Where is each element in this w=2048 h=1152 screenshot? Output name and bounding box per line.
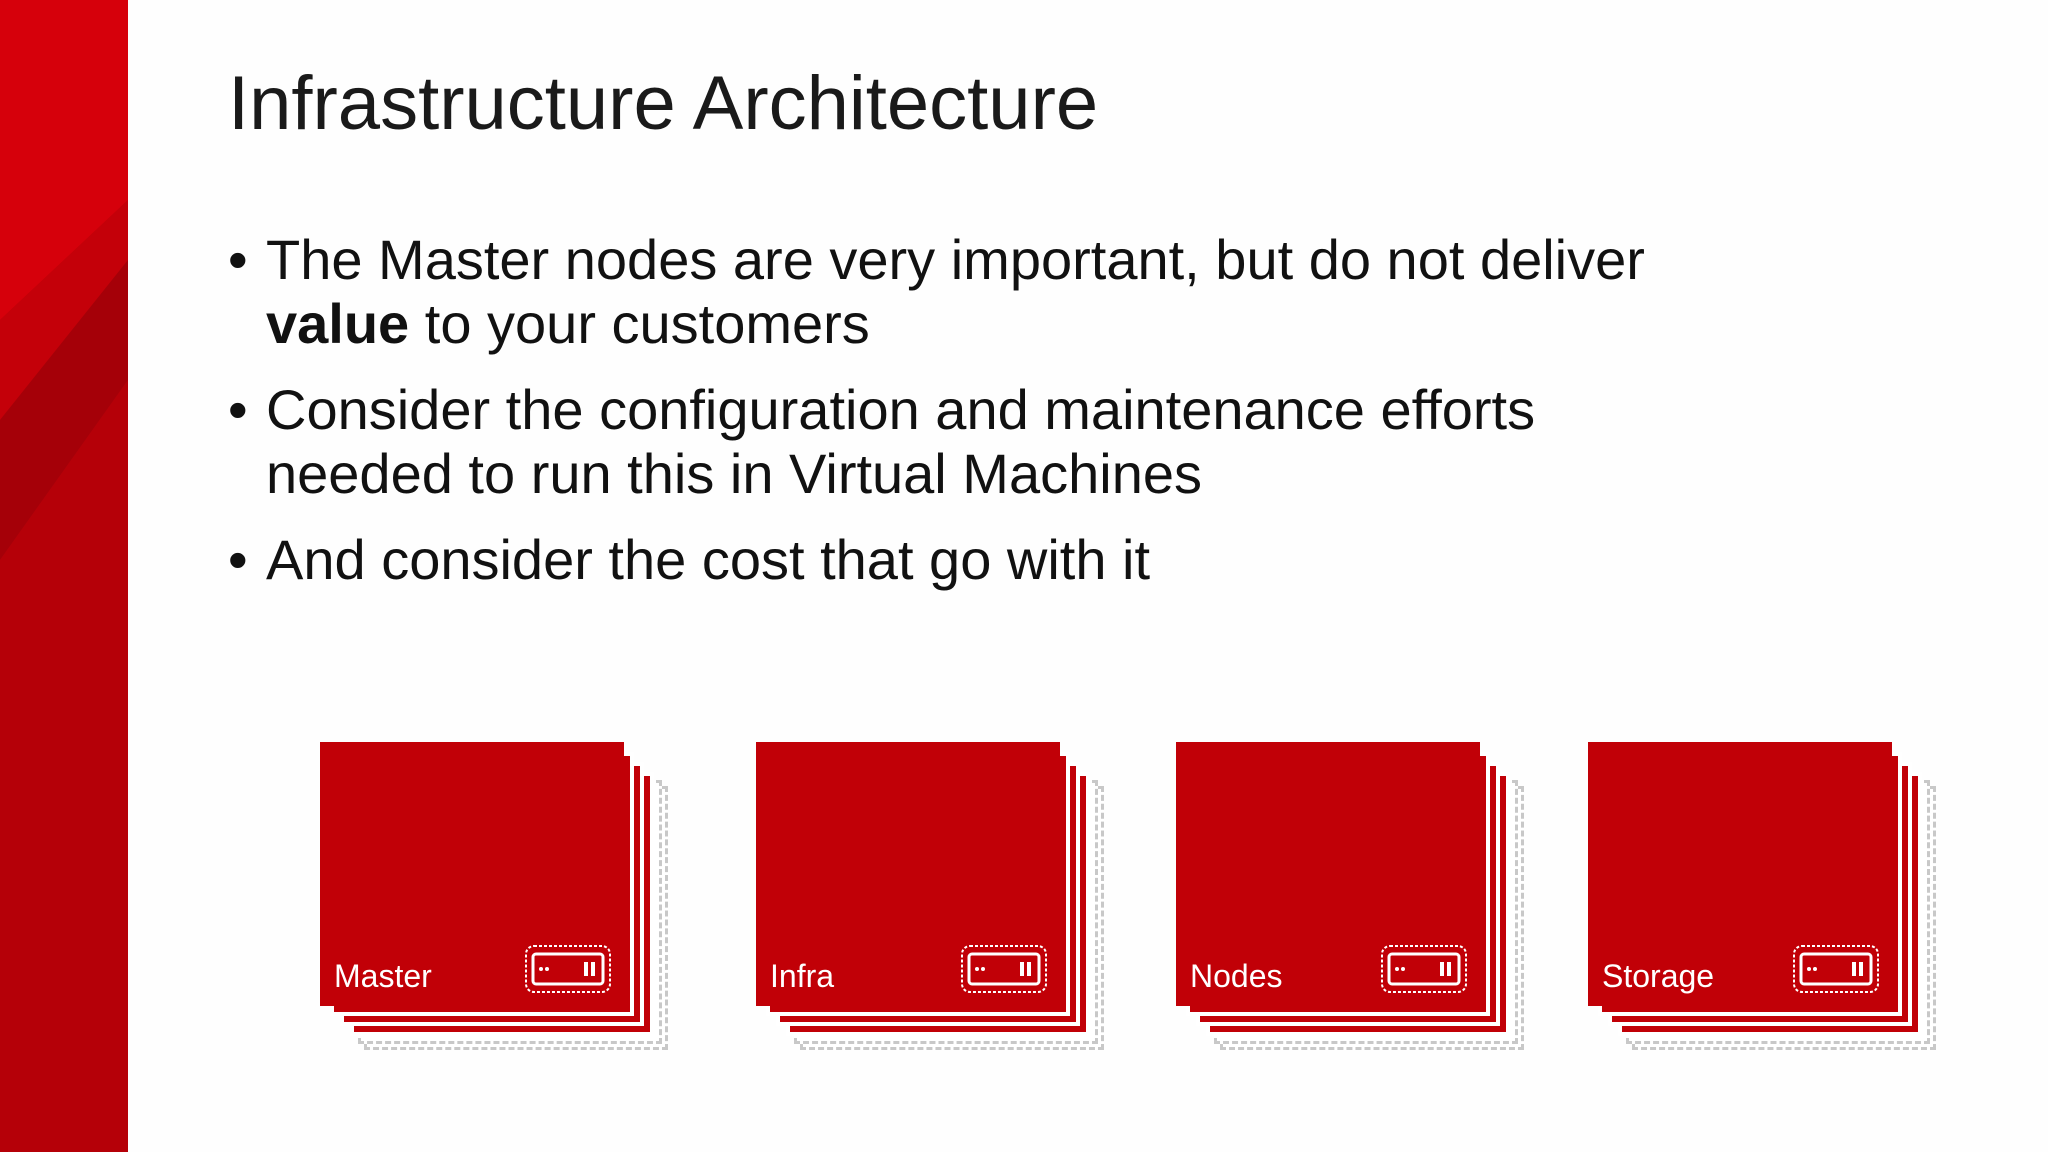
bullet-marker: • bbox=[228, 528, 248, 591]
bullet-marker: • bbox=[228, 228, 248, 291]
bullet-text-tail: to your customers bbox=[409, 292, 870, 355]
emphasis-text: value bbox=[266, 292, 410, 355]
bullet-item: • The Master nodes are very important, b… bbox=[228, 228, 1828, 356]
bullet-text: The Master nodes are very important, but… bbox=[266, 228, 1645, 291]
bullet-item: • Consider the configuration and mainten… bbox=[228, 378, 1828, 506]
node-group-storage: Storage bbox=[1588, 742, 1948, 1072]
node-card-label: Nodes bbox=[1190, 958, 1283, 994]
node-card: Master bbox=[320, 742, 624, 1006]
server-icon bbox=[961, 945, 1047, 993]
node-card: Nodes bbox=[1176, 742, 1480, 1006]
bullet-text-continued: needed to run this in Virtual Machines bbox=[266, 442, 1202, 505]
slide-title: Infrastructure Architecture bbox=[228, 61, 1099, 146]
server-icon bbox=[525, 945, 611, 993]
node-card-label: Master bbox=[334, 958, 432, 994]
bullet-list: • The Master nodes are very important, b… bbox=[228, 228, 1828, 614]
bullet-marker: • bbox=[228, 378, 248, 441]
node-group-master: Master bbox=[320, 742, 680, 1072]
node-card: Storage bbox=[1588, 742, 1892, 1006]
node-card-label: Infra bbox=[770, 958, 835, 994]
node-card-label: Storage bbox=[1602, 958, 1715, 994]
bullet-text: Consider the configuration and maintenan… bbox=[266, 378, 1536, 441]
bullet-item: • And consider the cost that go with it bbox=[228, 528, 1828, 592]
node-card: Infra bbox=[756, 742, 1060, 1006]
side-accent-graphic bbox=[0, 0, 128, 1152]
bullet-text: And consider the cost that go with it bbox=[266, 528, 1151, 591]
node-group-nodes: Nodes bbox=[1176, 742, 1536, 1072]
node-group-infra: Infra bbox=[756, 742, 1116, 1072]
bullet-text-continued: value to your customers bbox=[266, 292, 1828, 356]
server-icon bbox=[1793, 945, 1879, 993]
server-icon bbox=[1381, 945, 1467, 993]
side-accent-bar bbox=[0, 0, 128, 1152]
